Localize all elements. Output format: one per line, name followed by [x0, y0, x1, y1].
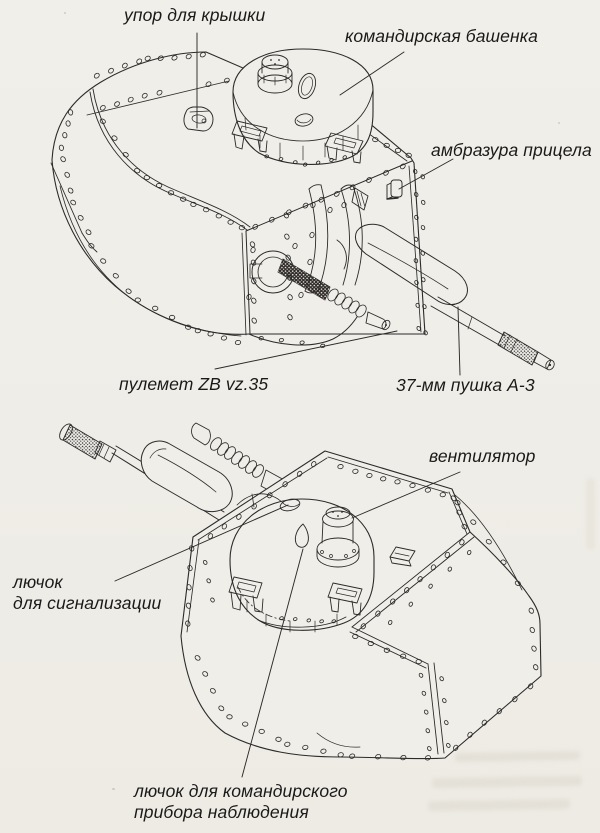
leader-commander-cupola [339, 51, 405, 96]
label-signal-hatch: лючок для сигнализации [13, 572, 162, 613]
periscope-base [257, 54, 293, 94]
signal-hatch-drawing [279, 498, 301, 512]
leader-ventilator [351, 471, 461, 519]
turret-front-quarter-drawing [50, 48, 555, 371]
paper-speck [112, 788, 115, 790]
leader-sight-embrasure [398, 158, 454, 190]
label-observation-hatch: лючок для командирского прибора наблюден… [134, 781, 348, 822]
observation-hatch-drawing [294, 523, 309, 548]
label-machine-gun: пулемет ZB vz.35 [119, 374, 269, 394]
leader-observation-hatch [241, 548, 304, 778]
leader-gun-37mm [457, 306, 461, 376]
turret-rear-quarter-drawing [59, 422, 542, 761]
label-commander-cupola: командирская башенка [345, 26, 538, 46]
recoil-sleeve [140, 440, 233, 512]
roof-handle [389, 546, 416, 567]
paper-speck [64, 12, 66, 14]
lid-stop-bracket [183, 106, 214, 132]
label-gun-37mm: 37-мм пушка А-3 [396, 375, 535, 395]
rivets-rear-view [185, 461, 539, 761]
leader-signal-hatch [114, 504, 289, 582]
turret-dome [228, 498, 375, 633]
rivets-front-view [58, 52, 428, 349]
paper-speck [558, 122, 560, 124]
cupola-viewport [297, 72, 317, 100]
cupola-handles [231, 120, 364, 164]
label-lid-stop: упор для крышки [124, 5, 266, 25]
label-ventilator: вентилятор [429, 446, 536, 466]
leader-lines [114, 32, 461, 778]
gun-37mm-drawing [354, 223, 555, 371]
machine-gun-drawing [277, 258, 391, 331]
commander-cupola-drawing [231, 48, 374, 165]
dome-handles [228, 576, 363, 616]
gun-mantlet [304, 184, 369, 294]
label-sight-embrasure: амбразура прицела [431, 140, 592, 160]
leader-machine-gun [214, 330, 398, 370]
page-bleed-through [586, 478, 595, 550]
ventilator-drawing [316, 506, 360, 568]
sight-embrasure-port [386, 179, 403, 200]
cupola-port [294, 113, 314, 127]
